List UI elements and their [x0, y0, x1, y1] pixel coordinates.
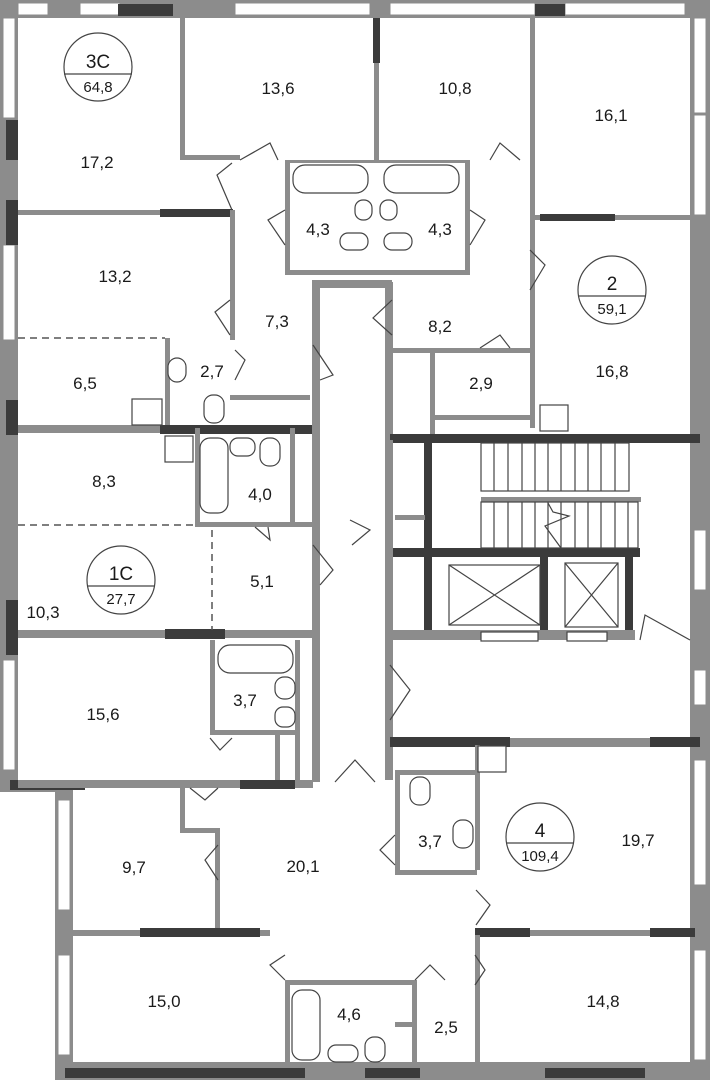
apartment-area: 59,1	[597, 301, 626, 318]
room-area: 19,7	[621, 831, 654, 850]
plumbing-fixtures	[131, 164, 569, 1063]
room-area: 16,8	[595, 362, 628, 381]
room-area: 20,1	[286, 857, 319, 876]
apartment-badge-4: 4 109,4	[505, 802, 575, 872]
interior-walls	[18, 18, 700, 1065]
room-area: 8,3	[92, 472, 116, 491]
room-area: 4,3	[428, 220, 452, 239]
apartment-type: 1С	[109, 564, 133, 585]
staircase	[480, 442, 641, 549]
room-area: 14,8	[586, 992, 619, 1011]
room-area: 2,7	[200, 362, 224, 381]
room-area: 4,0	[248, 485, 272, 504]
room-labels: 17,2 13,6 10,8 16,1 4,3 4,3 13,2 7,3 8,2…	[26, 79, 654, 1037]
room-area: 3,7	[233, 691, 257, 710]
room-area: 9,7	[122, 858, 146, 877]
room-area: 3,7	[418, 832, 442, 851]
room-area: 2,9	[469, 374, 493, 393]
room-area: 5,1	[250, 572, 274, 591]
apartment-type: 2	[607, 274, 618, 295]
room-area: 16,1	[594, 106, 627, 125]
room-area: 4,6	[337, 1005, 361, 1024]
room-area: 17,2	[80, 153, 113, 172]
room-area: 7,3	[265, 312, 289, 331]
room-area: 4,3	[306, 220, 330, 239]
apartment-type: 3С	[86, 52, 110, 73]
room-area: 13,2	[98, 267, 131, 286]
apartment-area: 109,4	[521, 848, 559, 865]
elevator-small	[564, 562, 619, 642]
apartment-badge-1c: 1С 27,7	[86, 545, 156, 615]
room-area: 10,3	[26, 603, 59, 622]
apartment-area: 64,8	[83, 79, 112, 96]
apartment-area: 27,7	[106, 591, 135, 608]
room-area: 10,8	[438, 79, 471, 98]
room-area: 15,6	[86, 705, 119, 724]
zone-dividers	[18, 337, 213, 630]
apartment-badge-3c: 3С 64,8	[63, 32, 133, 102]
apartment-type: 4	[535, 821, 546, 842]
room-area: 15,0	[147, 992, 180, 1011]
doors	[189, 142, 691, 986]
room-area: 8,2	[428, 317, 452, 336]
elevator-large	[448, 564, 541, 642]
room-area: 2,5	[434, 1018, 458, 1037]
room-area: 6,5	[73, 374, 97, 393]
apartment-badge-2: 2 59,1	[577, 255, 647, 325]
room-area: 13,6	[261, 79, 294, 98]
